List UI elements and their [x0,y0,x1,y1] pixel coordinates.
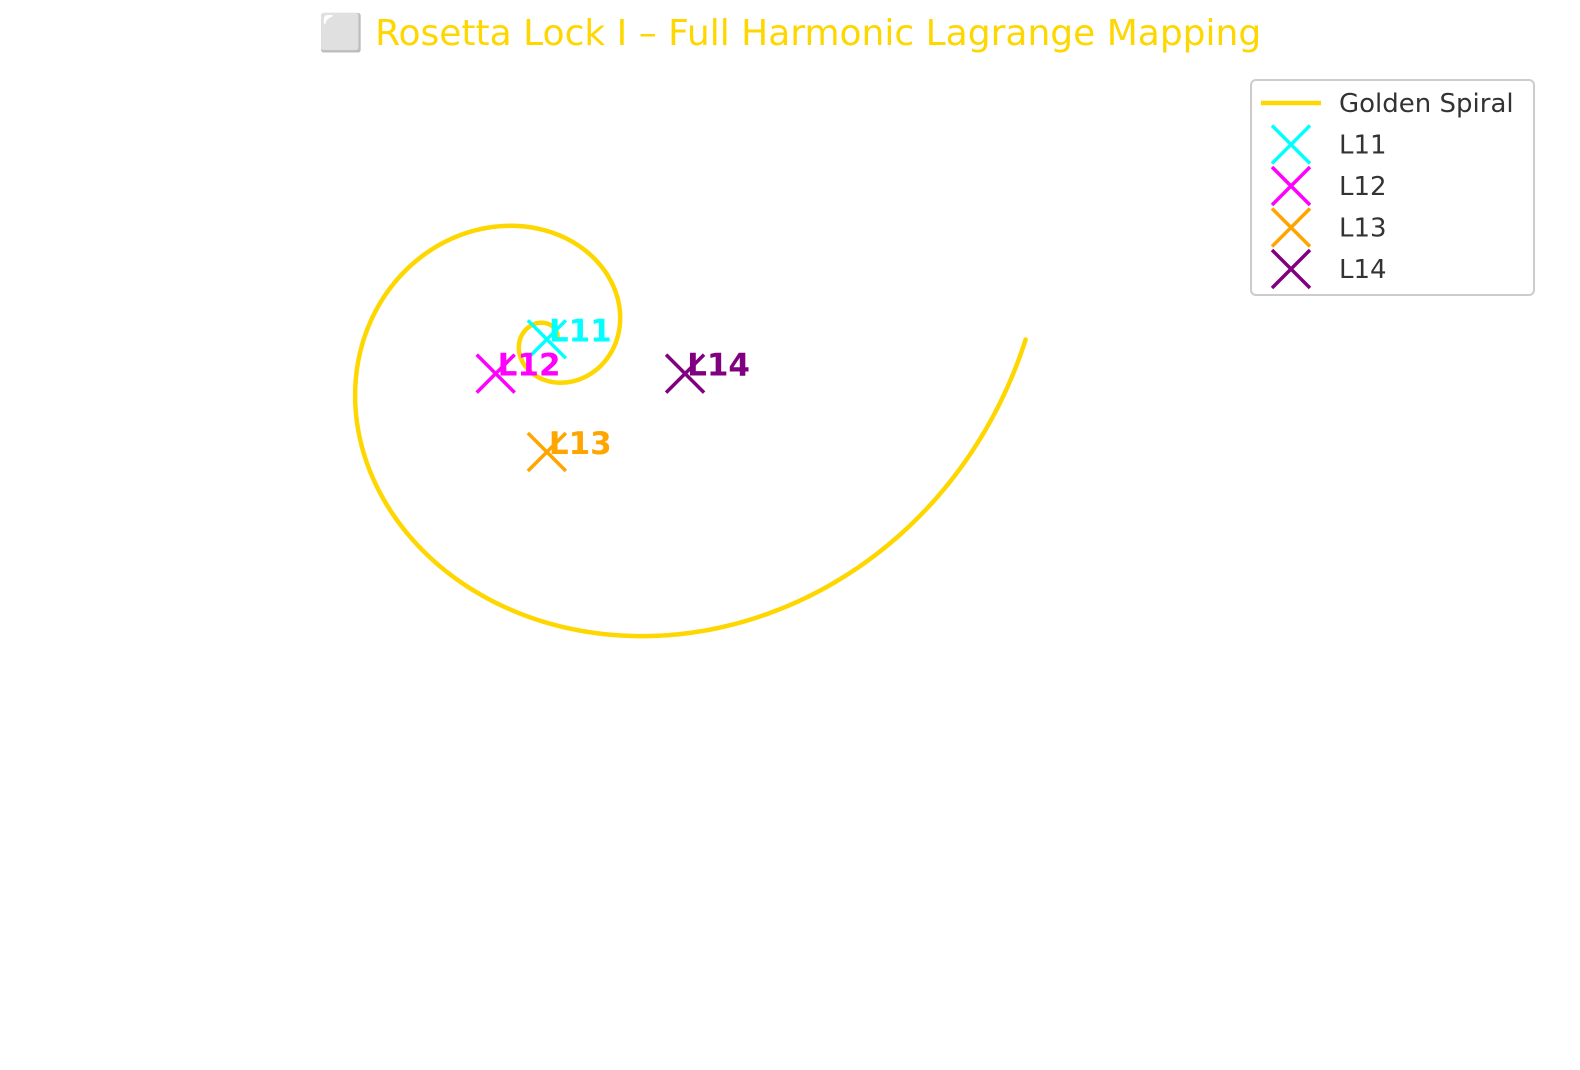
marker-l14 [664,353,706,394]
legend-handle-l11 [1270,124,1312,165]
label-l11: L11 [549,313,612,349]
label-l14: L14 [687,348,750,384]
legend-handle-l14 [1270,248,1312,290]
legend-box [1250,79,1535,296]
marker-l11 [526,319,568,360]
marker-l12 [475,353,516,394]
legend-label-golden-spiral: Golden Spiral [1339,89,1514,119]
legend-label-l14: L14 [1339,255,1387,285]
legend-label-l12: L12 [1339,172,1387,202]
legend-handle-l12 [1270,165,1312,207]
golden-spiral-line [352,223,1028,639]
label-l12: L12 [498,348,561,384]
legend-label-l11: L11 [1339,131,1387,161]
chart-title: ⬜ Rosetta Lock I – Full Harmonic Lagrang… [318,13,1262,54]
label-l13: L13 [549,426,612,462]
legend-label-l13: L13 [1339,214,1387,244]
marker-l13 [526,431,568,473]
legend-handle-l13 [1270,207,1312,248]
